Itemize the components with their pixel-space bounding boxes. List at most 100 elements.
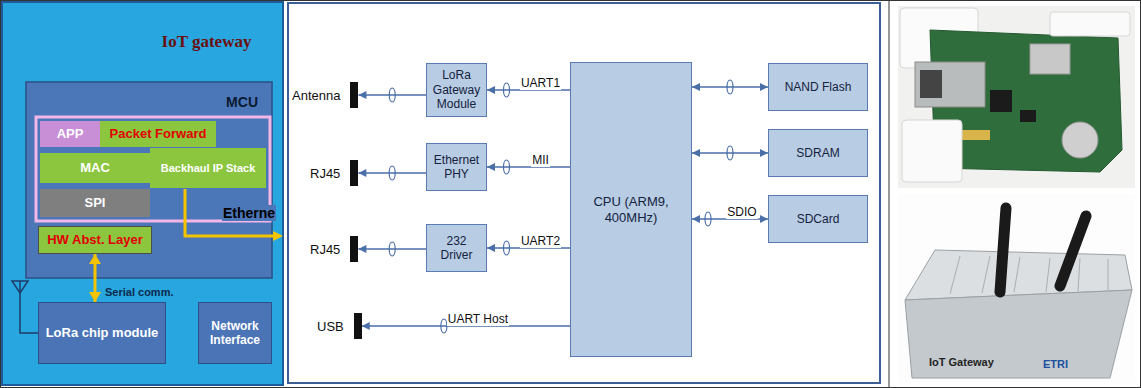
software-layer: APP (40, 121, 100, 147)
port-connector: RJ45 (310, 160, 358, 186)
arrow-head (358, 169, 366, 177)
mcu-ground (26, 82, 272, 278)
software-layer: Backhaul IP Stack (150, 148, 266, 188)
box-label: LoRa Gateway Module (430, 68, 483, 111)
plastic-part (902, 120, 962, 182)
port-connector: USB (317, 313, 362, 339)
logo-text: ETRI (1042, 358, 1069, 370)
arrow-head (692, 215, 700, 223)
label-holder: ETRI (1042, 354, 1069, 372)
arrow-head (487, 86, 495, 94)
antenna-wire (20, 281, 38, 333)
arrow-head (692, 83, 700, 91)
signal-name: UART1 (520, 76, 561, 90)
arrow-head (358, 245, 366, 253)
antenna-rod (1060, 216, 1086, 286)
coin-cell (1062, 122, 1098, 158)
ethernet-jack (915, 62, 985, 107)
board-photo-ground (898, 6, 1135, 188)
bus-ring (389, 242, 395, 256)
hardware-block: LoRa Gateway Module (426, 63, 487, 117)
chip-part (990, 90, 1012, 112)
cpu-block: CPU (ARM9, 400MHz) (570, 62, 692, 357)
panel-title: IoT gateway (162, 32, 252, 52)
connector (89, 254, 101, 302)
box-label: Network Interface (203, 319, 267, 348)
gateway-panel-ground (2, 2, 283, 385)
hardware-block: 232 Driver (426, 224, 487, 272)
bus-ring (389, 166, 395, 180)
arrow-head (89, 292, 101, 302)
box-label: LoRa chip module (46, 325, 159, 341)
label-holder: IoT Gateway (928, 352, 995, 370)
signal-name: UART Host (447, 312, 509, 326)
signal-name: UART2 (520, 234, 561, 248)
hardware-module: Network Interface (198, 302, 272, 364)
memory-block: SDCard (768, 195, 868, 243)
connector (692, 146, 768, 160)
connector (358, 242, 426, 256)
bus-ring (727, 80, 733, 94)
connector (358, 88, 426, 102)
connector (487, 160, 570, 174)
bus-ring (705, 212, 711, 226)
box-label: MAC (80, 161, 110, 176)
box-label: 232 Driver (430, 234, 483, 263)
hardware-module: LoRa chip module (38, 302, 166, 364)
software-layer: MAC (40, 153, 150, 183)
case-ridge (1078, 258, 1080, 291)
panel-separator (889, 0, 890, 388)
port-label: USB (317, 319, 344, 334)
bus-ring (504, 83, 510, 97)
port-connector: RJ45 (310, 236, 358, 262)
label-holder: UART Host (447, 309, 509, 327)
bus-ring (389, 88, 395, 102)
mcu-block: MCU APP Packet ForwardMAC Backhaul IP Stack… (26, 82, 272, 278)
case-ridge (982, 256, 990, 293)
box-label: APP (57, 127, 84, 142)
port-connector: Antenna (292, 82, 358, 108)
bus-ring (727, 146, 733, 160)
chip-part (1020, 110, 1036, 122)
connector (692, 80, 768, 94)
arrow-head (358, 91, 366, 99)
block-diagram-panel (288, 3, 880, 383)
signal-name: MII (531, 153, 550, 167)
connector (358, 166, 426, 180)
box-label: HW Abst. Layer (47, 233, 143, 248)
block-title: MCU (26, 82, 272, 110)
port-block (350, 160, 358, 186)
label-holder: Etherne (222, 204, 276, 222)
box-label: Ethernet PHY (430, 153, 483, 182)
memory-block: SDRAM (768, 129, 868, 177)
memory-block: NAND Flash (768, 63, 868, 111)
signal-name: SDIO (726, 205, 757, 219)
label-holder: Serial comm. (104, 282, 174, 300)
arrow-head (273, 231, 283, 241)
box-label: Packet Forward (110, 127, 207, 142)
port-block (350, 82, 358, 108)
arrow-head (760, 83, 768, 91)
box-label: CPU (ARM9, 400MHz) (574, 194, 688, 225)
connector-line (692, 86, 768, 88)
connector-line (487, 166, 570, 168)
arrow-head (692, 149, 700, 157)
connector-line (692, 152, 768, 154)
plastic-part (1050, 12, 1130, 36)
arrow-head (487, 163, 495, 171)
connector-line (358, 172, 426, 174)
header-part (960, 130, 990, 140)
box-label: SPI (85, 196, 106, 211)
software-layer: HW Abst. Layer (38, 226, 152, 254)
connector-line (358, 94, 426, 96)
software-layer: SPI (40, 189, 150, 217)
arrow-head (760, 215, 768, 223)
label-holder: UART2 (520, 231, 561, 249)
case-photo-ground (898, 194, 1135, 383)
arrow-head (487, 244, 495, 252)
box-label: SDRAM (796, 146, 839, 160)
case-ridge (1108, 259, 1109, 290)
antenna-rod (1000, 208, 1006, 292)
